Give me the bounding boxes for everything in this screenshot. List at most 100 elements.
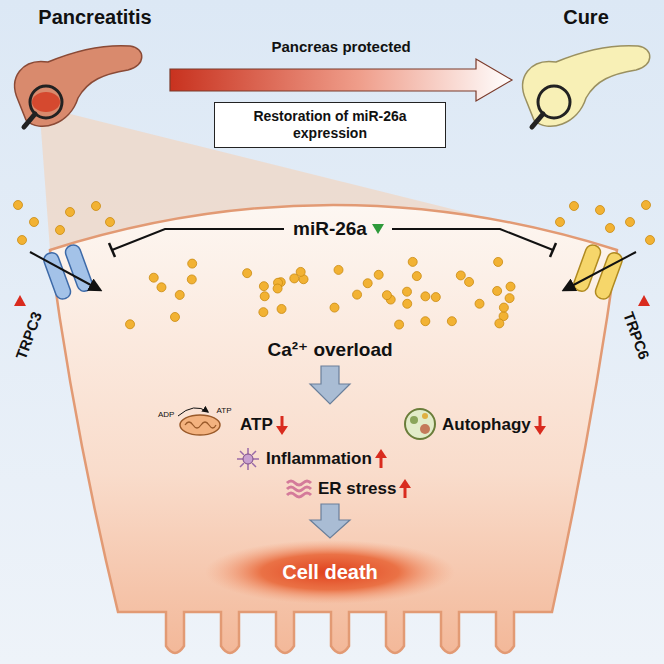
calcium-ion (374, 270, 383, 279)
calcium-ion (260, 292, 269, 301)
calcium-ion (334, 265, 343, 274)
autophagosome-cargo (420, 424, 430, 434)
calcium-ion (494, 257, 503, 266)
arrow-head (399, 479, 411, 488)
calcium-ion (187, 275, 196, 284)
er-icon (287, 481, 311, 497)
calcium-ion (506, 282, 515, 291)
calcium-ion (259, 282, 268, 291)
effect-label: Autophagy (442, 415, 531, 435)
mitochondrion-cristae (185, 422, 216, 428)
calcium-ion (175, 290, 184, 299)
node-text: Restoration of miR-26a expression (225, 108, 435, 142)
calcium-influx-arrow (30, 252, 100, 290)
calcium-ion (456, 271, 465, 280)
calcium-ion (149, 273, 158, 282)
state-label: Ca²⁺ overload (268, 339, 393, 361)
pancreas-inflamed (15, 46, 142, 127)
node-text: TRPC6 (620, 309, 653, 361)
node-text: Cell death (282, 561, 378, 584)
inhibition-line (112, 229, 284, 250)
mirna-label: miR-26a (293, 218, 367, 240)
decrease-triangle (372, 224, 384, 234)
inhibition-bar (550, 243, 556, 257)
calcium-ion (14, 201, 23, 210)
calcium-ion (421, 292, 430, 301)
organ-panel: Cure (512, 6, 660, 140)
calcium-ion (30, 218, 39, 227)
decrease-arrow (534, 416, 546, 435)
calcium-ion (188, 259, 197, 268)
calcium-ion (431, 293, 440, 302)
process-box: Restoration of miR-26a expression (214, 102, 446, 148)
calcium-ion (66, 208, 75, 217)
arrow-head (534, 426, 546, 435)
calcium-ion (353, 290, 362, 299)
er-membrane (287, 487, 311, 491)
inflammation-icon (237, 448, 259, 470)
calcium-ion (626, 218, 635, 227)
increase-arrow (399, 479, 411, 498)
mitochondrion-icon (180, 415, 220, 435)
autophagosome-cargo (422, 413, 428, 419)
calcium-influx-arrow (564, 252, 636, 290)
calcium-ion (408, 257, 417, 266)
calcium-ion (382, 291, 391, 300)
organ-panel: Pancreatitis (20, 6, 170, 140)
channel-subunit (594, 251, 625, 301)
calcium-ion (403, 299, 412, 308)
calcium-ion (646, 236, 655, 245)
calcium-ion (363, 279, 372, 288)
calcium-ion (106, 218, 115, 227)
calcium-ion (505, 294, 514, 303)
effect-label: Inflammation (266, 449, 372, 469)
effect-label: ATP (240, 415, 273, 435)
increase-triangle (638, 295, 650, 306)
node-text: Pancreatitis (20, 6, 170, 29)
calcium-ion (157, 283, 166, 292)
calcium-ion (330, 303, 339, 312)
node-text: TRPC3 (12, 309, 45, 361)
node-text: Cure (512, 6, 660, 29)
calcium-ion (475, 299, 484, 308)
edge-label: Pancreas protected (272, 38, 411, 55)
calcium-ion (126, 320, 135, 329)
calcium-ion (421, 317, 430, 326)
calcium-ion (273, 284, 282, 293)
calcium-ion (243, 269, 252, 278)
calcium-ion (170, 312, 179, 321)
calcium-ion (402, 287, 411, 296)
autophagosome-icon (405, 409, 435, 439)
acinar-cell (50, 205, 617, 653)
calcium-ion (493, 286, 502, 295)
cytokine-rays (237, 448, 259, 470)
channel-subunit (64, 243, 95, 293)
autophagosome-cargo (410, 416, 418, 424)
molecule-label: ATP (217, 406, 232, 415)
calcium-ion (56, 226, 65, 235)
er-membrane (287, 481, 311, 485)
calcium-ions (14, 201, 655, 330)
inhibition-line (392, 229, 553, 250)
flow-arrow (310, 366, 350, 404)
calcium-ion (18, 236, 27, 245)
inhibition-bar (109, 243, 115, 257)
arrow-head (375, 449, 387, 458)
calcium-ion (395, 320, 404, 329)
calcium-ion (447, 317, 456, 326)
er-membrane (287, 493, 311, 497)
pancreas-healthy (523, 46, 650, 127)
molecule-label: ADP (158, 410, 174, 419)
calcium-ion (277, 304, 286, 313)
calcium-ion (92, 202, 101, 211)
block-arrow (170, 59, 512, 101)
calcium-ion (596, 206, 605, 215)
magnifier-handle (532, 114, 543, 127)
conversion-arrow (178, 408, 208, 416)
outcome-ellipse: Cell death (205, 540, 455, 604)
channel-label: TRPC3 (12, 309, 45, 361)
calcium-ion (465, 277, 474, 286)
cytokine-core (243, 454, 253, 464)
